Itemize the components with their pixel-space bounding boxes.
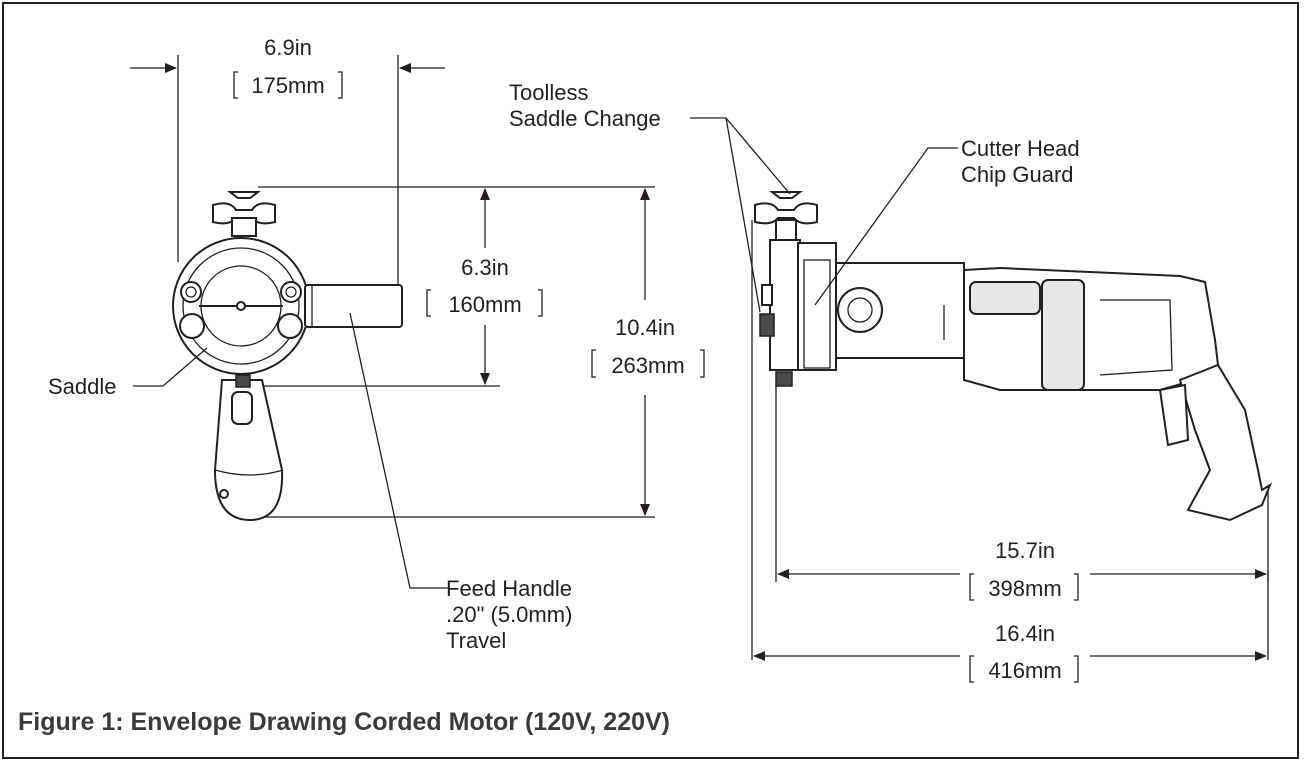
saddle-screw-icon — [227, 191, 261, 199]
dimension-labels: 6.9in 175mm 6.3in 160mm 10.4in 263mm 15.… — [233, 35, 1079, 683]
side-view — [690, 117, 1273, 661]
dim-height-saddle-in: 6.3in — [461, 255, 509, 280]
dim-height-saddle-mm: 160mm — [448, 292, 521, 317]
dim-length-total-mm: 416mm — [988, 658, 1061, 683]
dim-height-total-mm: 263mm — [611, 353, 684, 378]
callout-feed-line2: .20" (5.0mm) — [446, 602, 572, 627]
dim-length-total-in: 16.4in — [995, 621, 1055, 646]
callout-saddle: Saddle — [48, 374, 117, 399]
callout-toolless-line2: Saddle Change — [509, 106, 661, 131]
figure-caption: Figure 1: Envelope Drawing Corded Motor … — [18, 708, 671, 736]
callout-toolless-line1: Toolless — [509, 80, 588, 105]
dim-width-front-in: 6.9in — [264, 35, 312, 60]
callout-cutter-line2: Chip Guard — [961, 162, 1074, 187]
callout-feed-line3: Travel — [446, 628, 506, 653]
dim-height-total-in: 10.4in — [615, 315, 675, 340]
callout-labels: Toolless Saddle Change Cutter Head Chip … — [48, 80, 1080, 653]
callout-feed-line1: Feed Handle — [446, 576, 572, 601]
callout-cutter-line1: Cutter Head — [961, 136, 1080, 161]
dim-length-body-in: 15.7in — [995, 538, 1055, 563]
front-view — [130, 55, 655, 589]
dim-width-front-mm: 175mm — [251, 73, 324, 98]
dim-length-body-mm: 398mm — [988, 576, 1061, 601]
feed-handle — [304, 284, 403, 328]
pistol-grip — [1178, 363, 1273, 522]
